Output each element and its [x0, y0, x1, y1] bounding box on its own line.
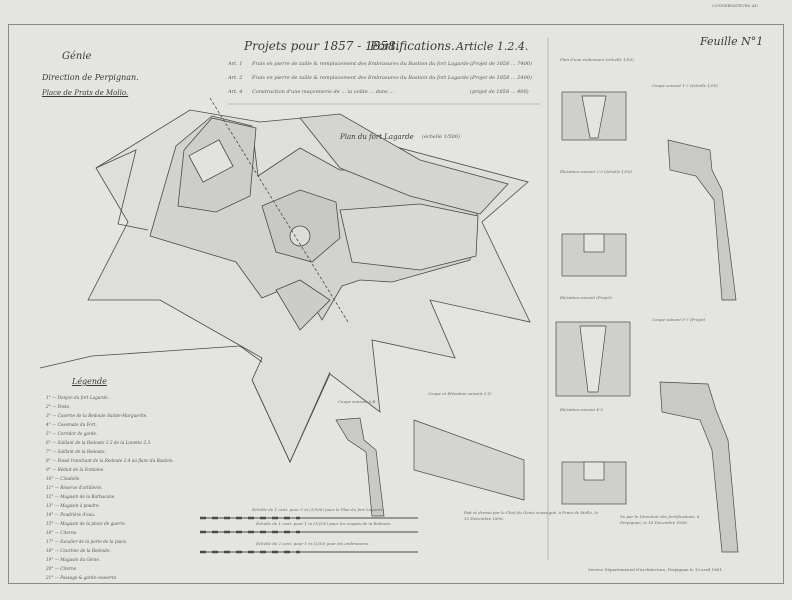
legend-item: 19° — Magasin du Génie.	[46, 557, 101, 562]
project-line-text-2: Frais en pierre de taille & remplacement…	[252, 75, 473, 81]
project-title: Projets pour 1857 - 1858.	[244, 39, 400, 53]
legend-item: 2° — Poste.	[46, 404, 71, 409]
archive-stamp: CONSERVATEURS AD	[712, 3, 758, 8]
title-coupe-center: Coupe suivant A.B.	[338, 399, 377, 404]
legend-item: 20° — Citerne.	[46, 566, 78, 571]
legend-item: 11° — Réserve d'artillerie.	[46, 485, 103, 490]
legend-item: 16° — Citerne.	[46, 530, 78, 535]
article-label: Article 1.2.4.	[456, 40, 529, 53]
corps-label: Génie	[62, 51, 92, 62]
sheet-label: Feuille N°1	[700, 35, 764, 48]
project-line-text-3: Construction d'une maçonnerie de ... la …	[252, 89, 395, 95]
legend-list: 1° — Donjon du fort Lagarde. 2° — Poste. 3…	[46, 393, 174, 582]
wall-section-1	[667, 139, 737, 301]
legend-item: 12° — Magasin de la Barbacane.	[46, 494, 116, 499]
elevation-wall-long	[413, 419, 525, 501]
legend-item: 18° — Courtine de la Redoute.	[46, 548, 111, 553]
place-label: Place de Prats de Mollo.	[42, 89, 129, 97]
legend-item: 15° — Magasin de la place de guerre.	[46, 521, 127, 526]
title-elevation-1: Élévation suivant 2-3 (échelle 1/50)	[560, 169, 632, 174]
embrasure-plan-opening	[581, 95, 607, 139]
plan-scale: (échelle 1/500)	[422, 134, 460, 140]
plan-title: Plan du fort Lagarde	[340, 133, 414, 141]
scale-label-2: Échelle de 1 cent. pour 1 m (1/100) pour…	[256, 521, 392, 526]
legend-item: 4° — Casemate du Fort.	[46, 422, 97, 427]
scale-label-1: Échelle de 1 cent. pour 5 m (1/500) pour…	[252, 507, 385, 512]
barracks-block	[188, 139, 234, 183]
legend-item: 13° — Magasin à poudre.	[46, 503, 100, 508]
bastion-north-east	[299, 113, 509, 215]
project-line-amount-2: (Projet de 1858 ... 2400)	[470, 75, 532, 81]
direction-label: Direction de Perpignan.	[42, 73, 139, 82]
title-plan-embrasure: Plan d'une embrasure (échelle 1/50)	[560, 57, 634, 62]
legend-item: 6° — Saillant de la Redoute 2.3 de la Lu…	[46, 440, 152, 445]
west-outer-wall	[95, 149, 149, 231]
title-coupe-1: Coupe suivant 1-2 (échelle 1/50)	[652, 83, 718, 88]
project-line-text-1: Frais en pierre de taille & remplacement…	[252, 61, 473, 67]
signature-right-text: Vu par le Directeur des fortifications, …	[620, 514, 700, 526]
title-elevation-3: Élévation suivant 4-5	[560, 407, 603, 412]
project-line-amount-3: (projet de 1858 ... 400)	[470, 89, 529, 95]
title-elevation-2: Élévation suivant (Projet)	[560, 295, 612, 300]
wall-section-center	[335, 417, 385, 517]
south-caponier	[275, 279, 331, 331]
legend-item: 3° — Caserne de la Redoute Sainte-Margue…	[46, 413, 148, 418]
section-line	[209, 97, 349, 323]
embrasure-elevation-2-slot	[583, 461, 605, 481]
east-courtyard	[339, 203, 479, 271]
section-title: Fortifications.	[370, 39, 455, 53]
legend-item: 8° — Fossé tranchant de la Redoute 2.4 a…	[46, 458, 174, 463]
legend-item: 14° — Poudrière d'eau.	[46, 512, 96, 517]
embrasure-elevation-1-slot	[583, 233, 605, 253]
legend-item: 5° — Corridor de garde.	[46, 431, 98, 436]
legend-item: 21° — Passage & garde-couverte.	[46, 575, 118, 580]
legend-item: 1° — Donjon du fort Lagarde.	[46, 395, 109, 400]
embrasure-plan-2-opening	[579, 325, 607, 393]
legend-title: Légende	[72, 377, 107, 386]
title-coupe-2: Coupe suivant 6-7 (Projet)	[652, 317, 706, 322]
project-line-amount-1: (Projet de 1858 ... 7400)	[470, 61, 532, 67]
covered-way-south	[251, 371, 331, 463]
project-line-ref-1: Art. 1	[228, 61, 243, 67]
signature-left-text: Fait et dressé par le Chef du Génie sous…	[464, 510, 599, 522]
legend-item: 9° — Réduit de la Fontaine.	[46, 467, 105, 472]
donjon-tower	[289, 225, 311, 247]
title-coupe-elevation: Coupe et Élévation suivant C.D.	[428, 391, 493, 396]
legend-item: 10° — Citadelle.	[46, 476, 81, 481]
footer-stamp: Service Départemental d'Architecture, Pe…	[588, 567, 722, 572]
scale-label-3: Échelle de 2 cent. pour 1 m (1/50) pour …	[256, 541, 370, 546]
wall-section-2	[659, 381, 739, 553]
covered-way-west	[39, 345, 263, 369]
plate-border	[8, 24, 784, 584]
legend-item: 7° — Saillant de la Redoute.	[46, 449, 106, 454]
project-line-ref-3: Art. 4	[228, 89, 243, 95]
legend-item: 17° — Escalier de la porte de la place.	[46, 539, 128, 544]
project-line-ref-2: Art. 2	[228, 75, 243, 81]
